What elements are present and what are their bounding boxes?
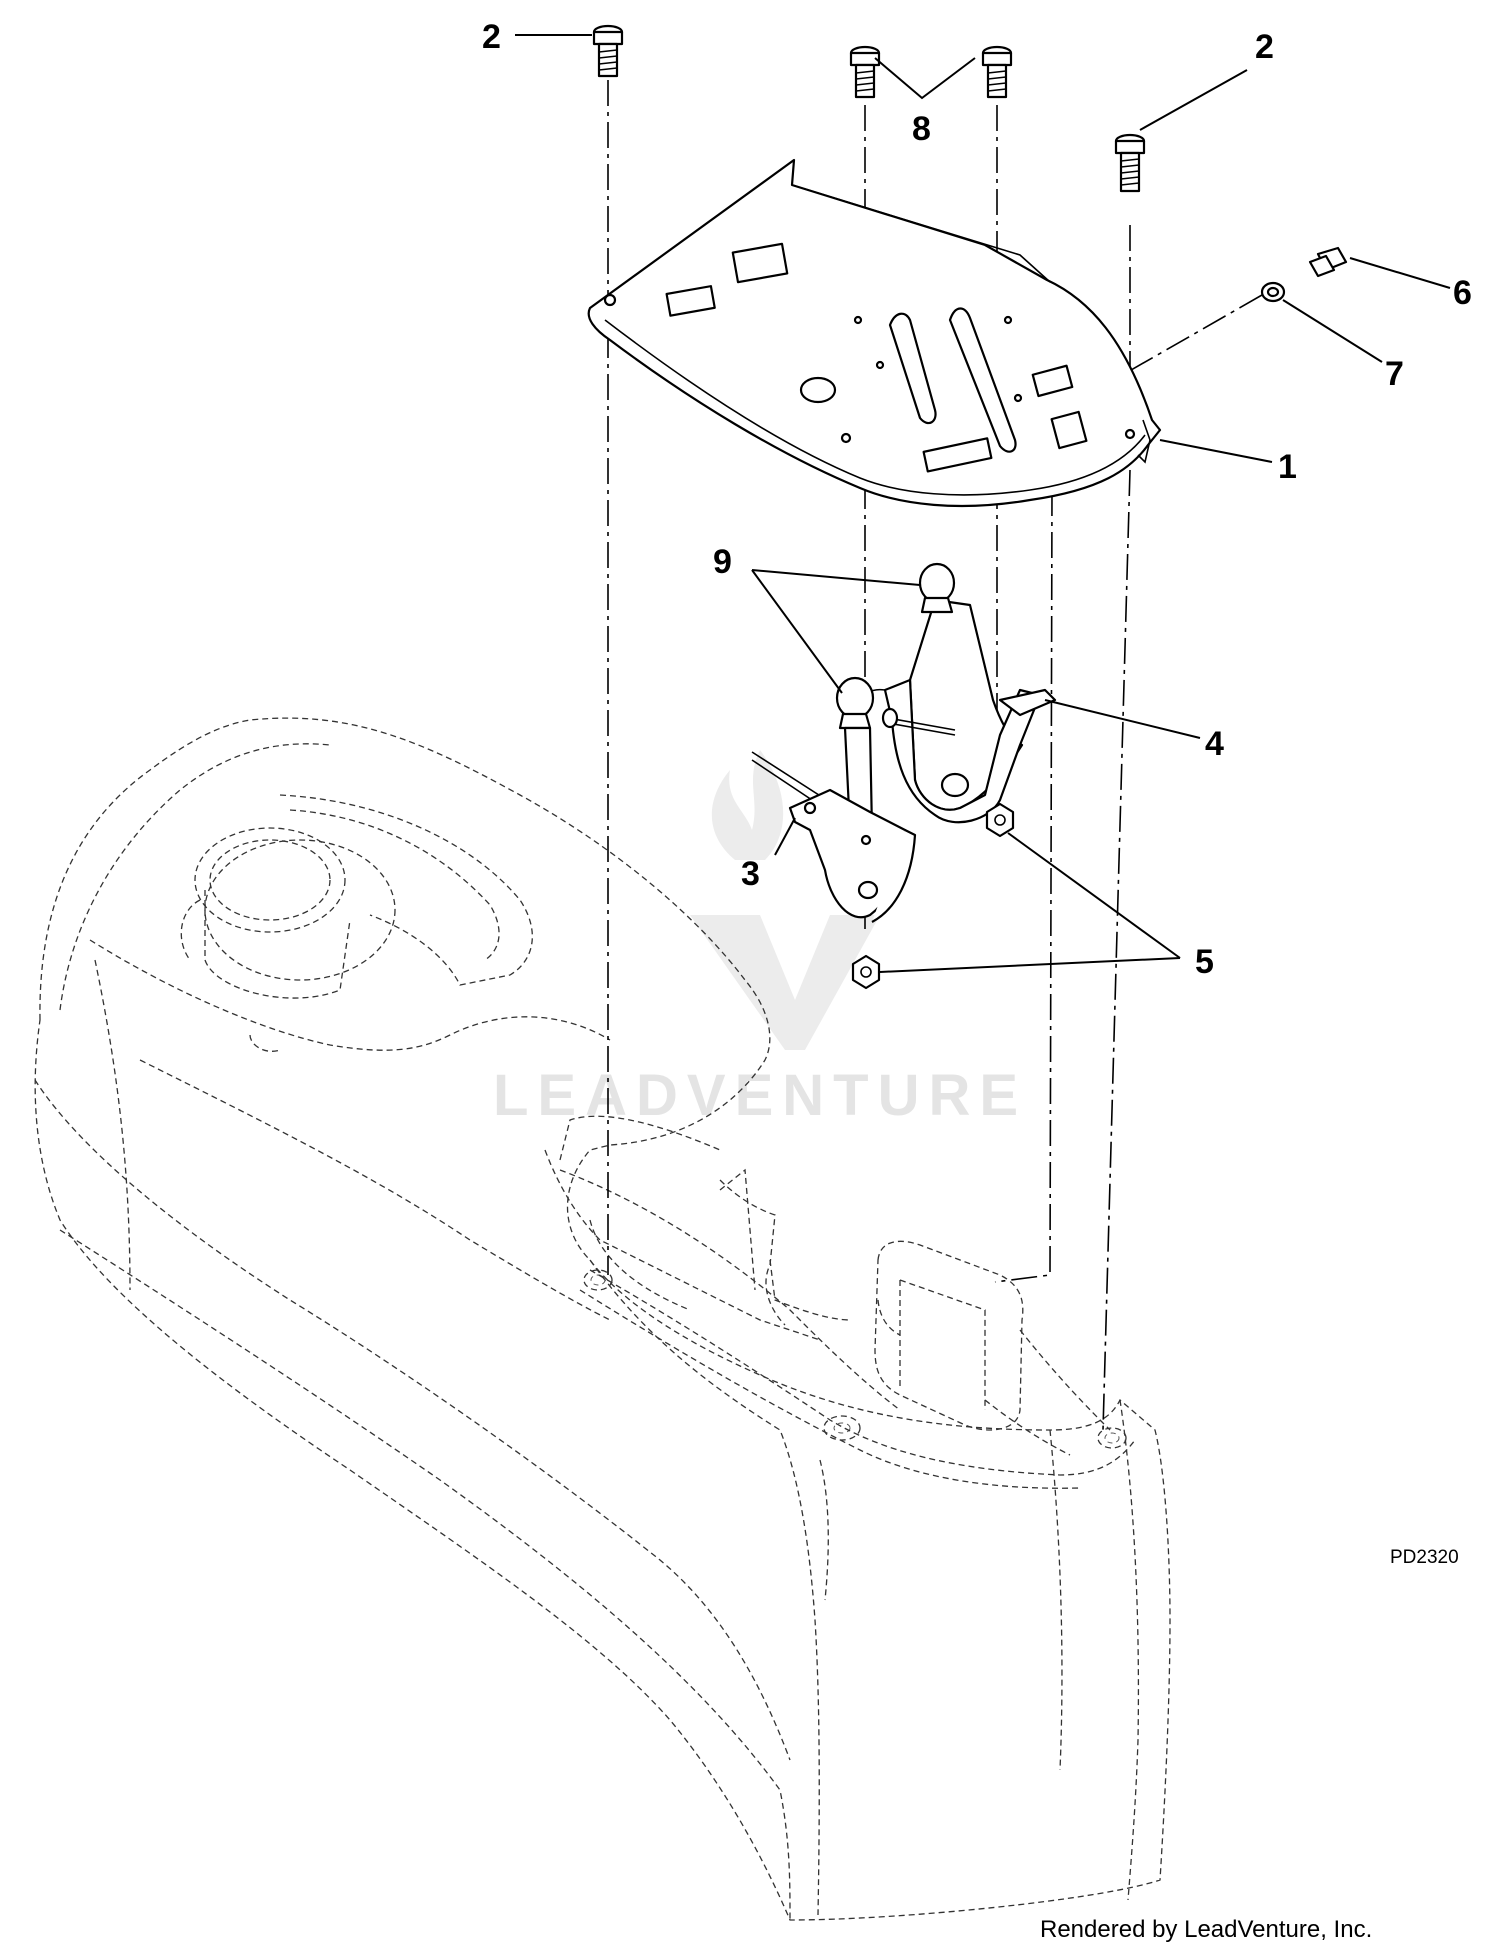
- callout-3: 3: [741, 855, 760, 893]
- washer-7: [1260, 281, 1286, 303]
- watermark-logo-icon: [690, 750, 880, 1050]
- lever-bracket-3: [788, 676, 917, 923]
- nut-5-right: [985, 802, 1015, 838]
- bolt-8-left: [849, 45, 881, 99]
- control-panel-plate: [587, 158, 1162, 508]
- callout-2-right: 2: [1255, 28, 1274, 66]
- callout-7: 7: [1385, 355, 1404, 393]
- callout-5: 5: [1195, 943, 1214, 981]
- callout-9: 9: [713, 543, 732, 581]
- screw-6: [1308, 246, 1348, 278]
- drawing-code: PD2320: [1390, 1547, 1459, 1568]
- leader-lines: [515, 34, 1451, 973]
- callout-6: 6: [1453, 274, 1472, 312]
- console-housing: [34, 717, 1171, 1921]
- callout-8: 8: [912, 110, 931, 148]
- bolt-2-right: [1114, 133, 1146, 193]
- watermark-text: LEADVENTURE: [493, 1063, 1027, 1128]
- lever-bracket-4: [865, 562, 1057, 824]
- callout-2-left: 2: [482, 18, 501, 56]
- nut-5-left: [851, 954, 881, 990]
- callout-4: 4: [1205, 725, 1224, 763]
- render-credit: Rendered by LeadVenture, Inc.: [1040, 1916, 1372, 1943]
- bolt-8-right: [981, 45, 1013, 99]
- callout-1: 1: [1278, 448, 1297, 486]
- callout-labels: 2 2 8 6 7 1 9 4 3 5: [482, 18, 1472, 981]
- bolt-2-left: [592, 24, 624, 78]
